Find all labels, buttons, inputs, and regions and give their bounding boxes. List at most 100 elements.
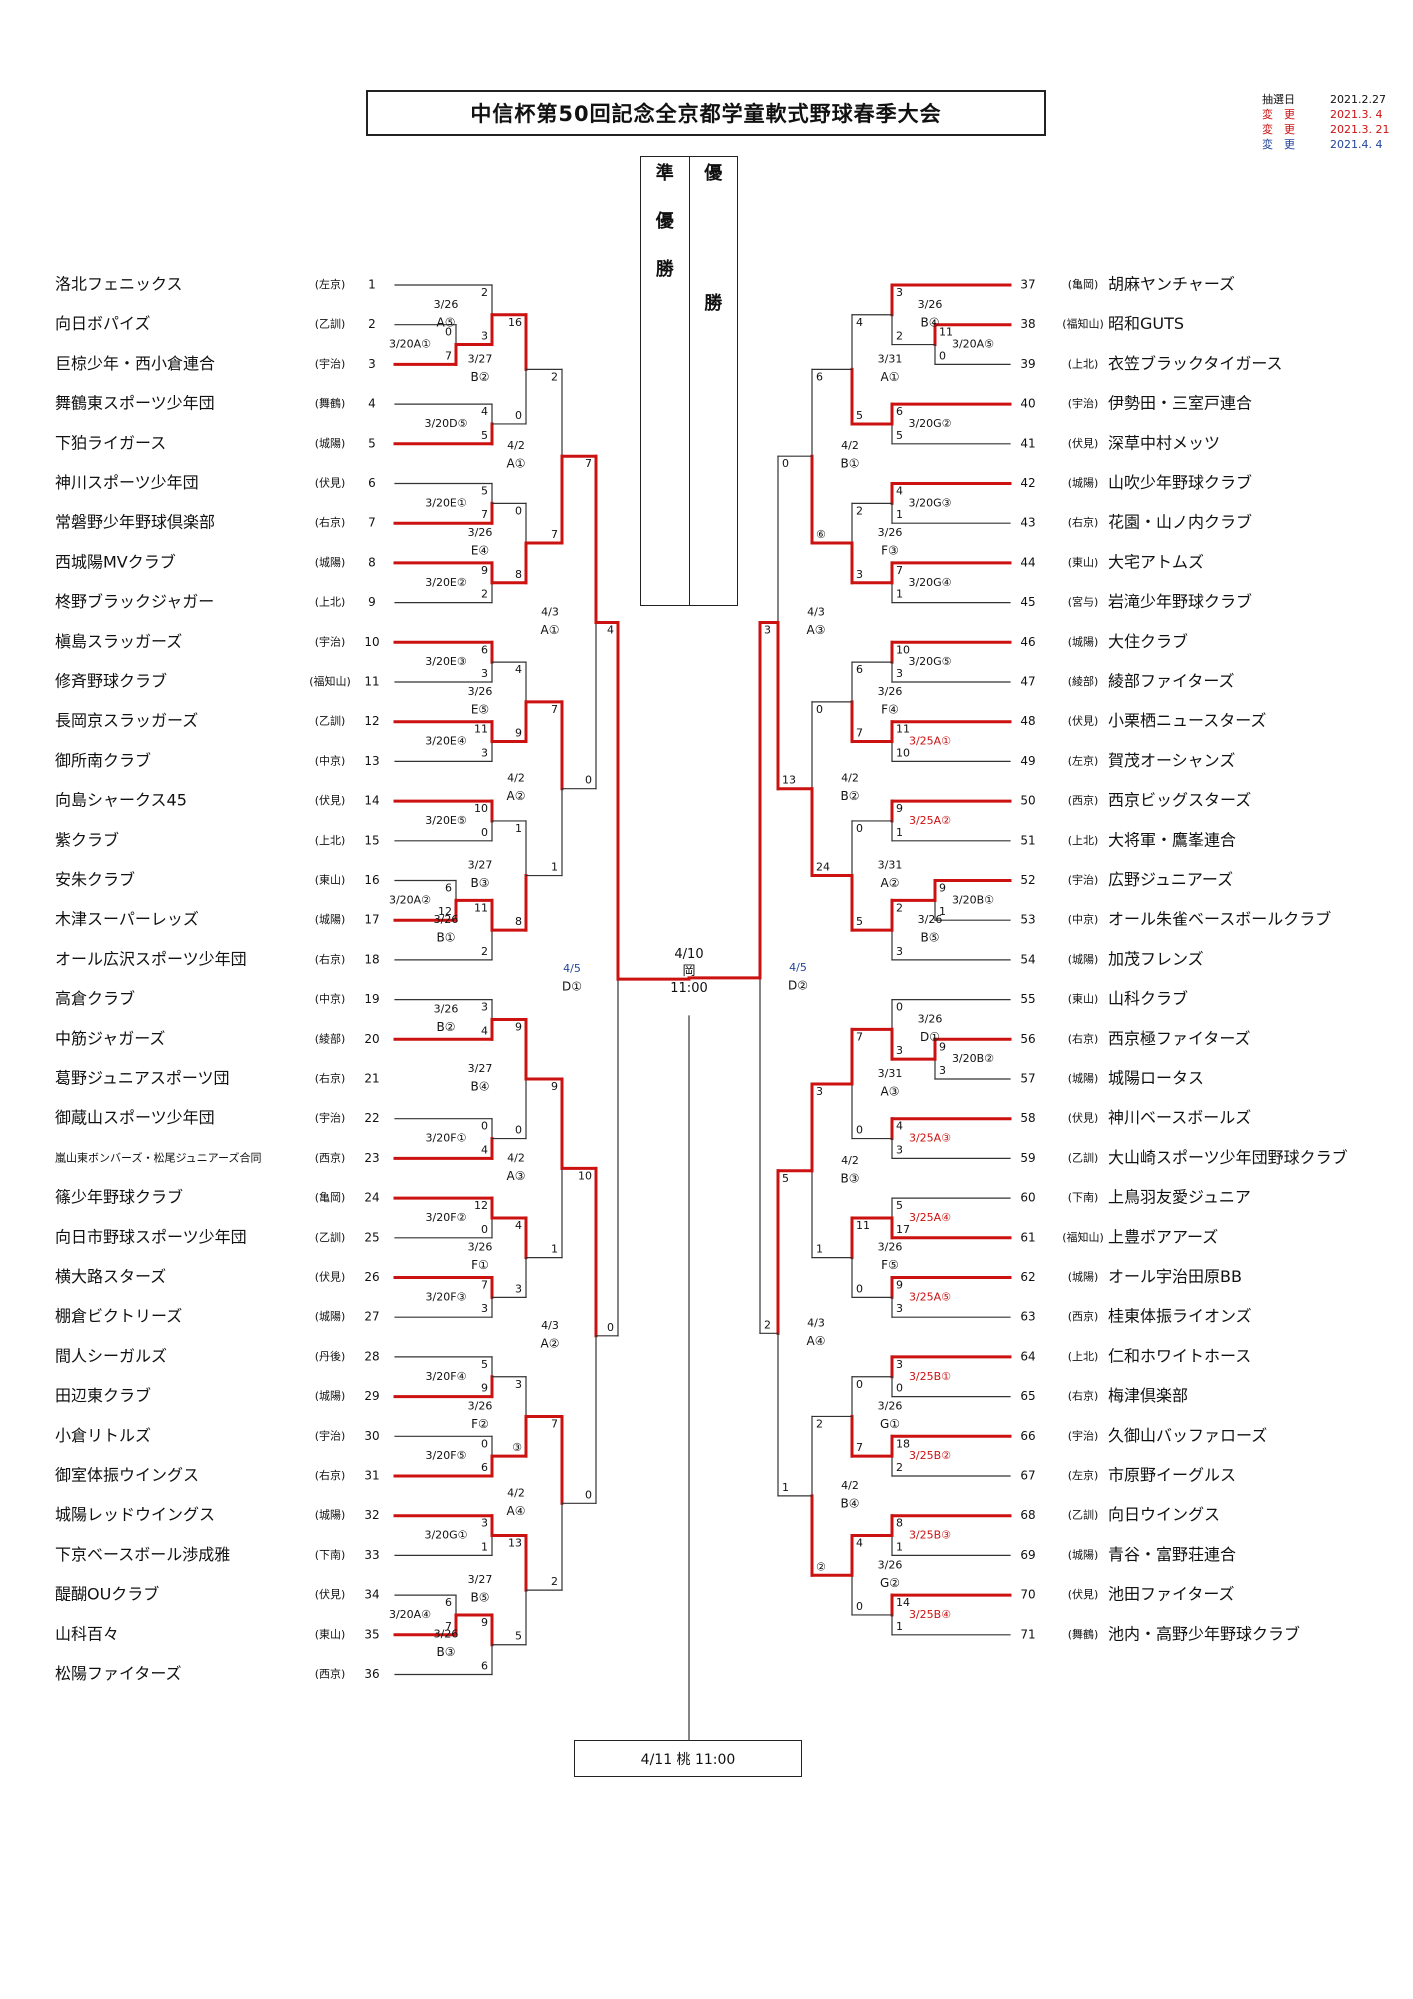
score: 0 xyxy=(481,826,488,839)
score: 5 xyxy=(481,485,488,498)
team-number: 60 xyxy=(1020,1191,1035,1205)
team-number: 62 xyxy=(1020,1270,1035,1284)
score: 9 xyxy=(481,1616,488,1629)
team-name: 深草中村メッツ xyxy=(1108,433,1220,452)
score: 6 xyxy=(856,663,863,676)
team-name: 高倉クラブ xyxy=(55,989,135,1008)
match-code: B① xyxy=(437,931,456,945)
team-number: 7 xyxy=(368,516,376,530)
team-area: (西京) xyxy=(315,1667,346,1681)
score: ③ xyxy=(512,1441,522,1454)
score: 9 xyxy=(481,1382,488,1395)
match-date: 4/5 xyxy=(563,962,581,975)
team-name: 長岡京スラッガーズ xyxy=(55,711,198,730)
draw-info-date: 2021.3. 4 xyxy=(1330,108,1383,121)
match-date: 3/20E④ xyxy=(425,735,467,748)
team-name: 中筋ジャガーズ xyxy=(55,1029,165,1048)
team-number: 10 xyxy=(364,635,379,649)
score: 3 xyxy=(896,1143,903,1156)
score: 4 xyxy=(481,1143,488,1156)
score: 5 xyxy=(481,1358,488,1371)
match-date: 4/2 xyxy=(507,772,525,785)
match-date: 4/2 xyxy=(507,1151,525,1164)
score: 1 xyxy=(551,1243,558,1256)
team-number: 17 xyxy=(364,913,379,927)
team-area: (宮与) xyxy=(1068,595,1099,609)
team-area: (宇治) xyxy=(1068,1428,1099,1442)
score: 2 xyxy=(481,286,488,299)
team-number: 67 xyxy=(1020,1469,1035,1483)
match-code: A② xyxy=(541,1336,560,1350)
team-number: 52 xyxy=(1020,873,1035,887)
team-area: (城陽) xyxy=(1068,635,1099,648)
match-date: 3/20A② xyxy=(389,893,431,906)
score: 2 xyxy=(481,945,488,958)
team-number: 11 xyxy=(364,675,379,689)
team-name: 上鳥羽友愛ジュニア xyxy=(1108,1188,1251,1207)
match-date: 3/25A⑤ xyxy=(909,1290,951,1303)
team-number: 9 xyxy=(368,595,376,609)
match-date: 3/31 xyxy=(878,352,903,365)
draw-info-label: 変 更 xyxy=(1262,108,1295,121)
team-number: 21 xyxy=(364,1072,379,1086)
score: 0 xyxy=(856,1378,863,1391)
team-name: 向日ボパイズ xyxy=(55,314,151,333)
match-code: A① xyxy=(507,457,526,471)
match-date: 3/20E③ xyxy=(425,655,467,668)
team-name: 仁和ホワイトホース xyxy=(1108,1346,1251,1365)
score: 2 xyxy=(896,1461,903,1474)
team-area: (西京) xyxy=(315,1150,346,1164)
match-date: 4/3 xyxy=(807,605,825,618)
match-date: 3/26 xyxy=(878,685,903,698)
team-area: (伏見) xyxy=(1068,1587,1099,1601)
score: 2 xyxy=(764,1318,771,1331)
team-name: 西京ビッグスターズ xyxy=(1108,791,1251,810)
match-date: 4/5 xyxy=(789,961,807,974)
score: 4 xyxy=(481,405,488,418)
score: 0 xyxy=(585,1488,592,1501)
team-name: 西京極ファイターズ xyxy=(1108,1029,1251,1048)
team-area: (宇治) xyxy=(315,1111,346,1125)
team-number: 71 xyxy=(1020,1627,1035,1641)
score: 0 xyxy=(481,1120,488,1133)
team-area: (城陽) xyxy=(1068,1072,1099,1085)
team-area: (東山) xyxy=(1068,556,1099,569)
team-number: 27 xyxy=(364,1310,379,1324)
score: 3 xyxy=(896,1302,903,1315)
team-area: (左京) xyxy=(1068,753,1099,767)
match-date: 3/20A① xyxy=(389,338,431,351)
team-name: 大山崎スポーツ少年団野球クラブ xyxy=(1108,1148,1348,1167)
match-date: 3/25A② xyxy=(909,814,951,827)
team-name: 葛野ジュニアスポーツ団 xyxy=(55,1069,230,1088)
team-number: 43 xyxy=(1020,516,1035,530)
match-date: 3/26 xyxy=(878,526,903,539)
score: 1 xyxy=(782,1481,789,1494)
team-name: 岩滝少年野球クラブ xyxy=(1108,592,1252,611)
match-date: 3/20F① xyxy=(426,1132,467,1145)
team-number: 3 xyxy=(368,357,376,371)
score: 0 xyxy=(816,703,823,716)
team-number: 1 xyxy=(368,278,376,292)
score: 1 xyxy=(896,826,903,839)
team-name: 花園・山ノ内クラブ xyxy=(1108,513,1252,532)
team-area: (左京) xyxy=(1068,1468,1099,1482)
score: 11 xyxy=(474,723,488,736)
team-area: (上北) xyxy=(315,834,346,847)
match-date: 3/20G④ xyxy=(908,576,951,589)
team-name: 昭和GUTS xyxy=(1108,314,1184,333)
match-date: 4/2 xyxy=(841,772,859,785)
team-area: (中京) xyxy=(315,753,346,767)
team-number: 6 xyxy=(368,476,376,490)
team-name: 篠少年野球クラブ xyxy=(55,1188,183,1207)
team-number: 32 xyxy=(364,1508,379,1522)
team-number: 40 xyxy=(1020,397,1035,411)
team-name: 綾部ファイターズ xyxy=(1108,672,1235,691)
match-code: G① xyxy=(880,1417,900,1431)
team-area: (乙訓) xyxy=(315,317,346,331)
team-area: (綾部) xyxy=(315,1031,346,1045)
team-area: (宇治) xyxy=(315,356,346,370)
team-number: 65 xyxy=(1020,1389,1035,1403)
match-code: B④ xyxy=(921,315,940,329)
match-code: A④ xyxy=(807,1334,826,1348)
match-date: 3/26 xyxy=(468,526,493,539)
